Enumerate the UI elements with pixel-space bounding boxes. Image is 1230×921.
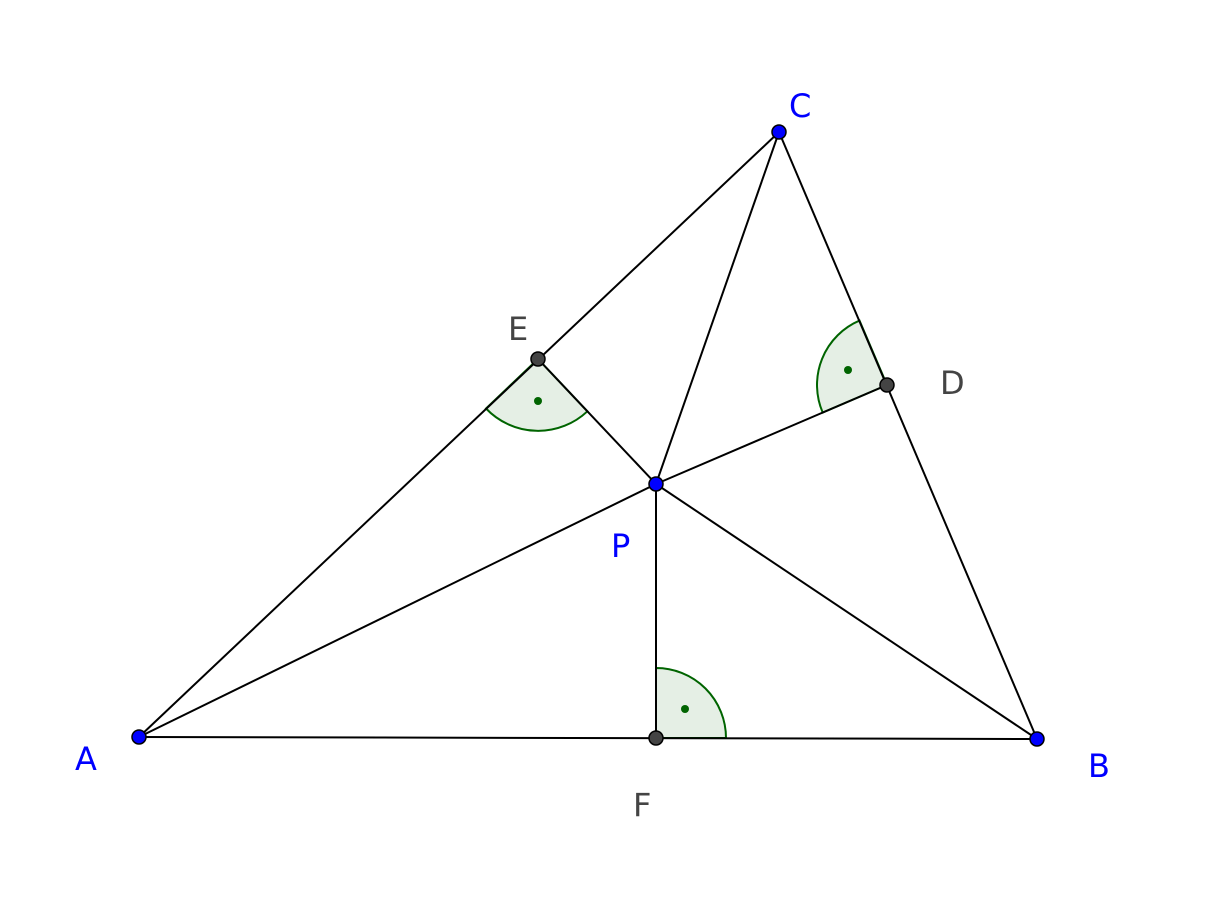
right-angle-mark-d: [816, 319, 889, 414]
point-a[interactable]: [131, 729, 147, 745]
point-b[interactable]: [1029, 731, 1045, 747]
label-p: P: [611, 527, 630, 565]
label-f: F: [633, 786, 651, 824]
label-b: B: [1088, 747, 1110, 785]
right-angle-dot-e: [534, 397, 542, 405]
segment-pa: [138, 483, 657, 738]
right-angle-mark-f: [655, 666, 728, 739]
point-d: [879, 377, 895, 393]
point-p[interactable]: [648, 476, 664, 492]
point-f: [648, 730, 664, 746]
segment-pc: [655, 131, 780, 485]
label-c: C: [789, 87, 811, 125]
label-a: A: [75, 740, 97, 778]
point-e: [530, 351, 546, 367]
right-angle-dot-f: [681, 705, 689, 713]
right-angle-mark-e: [484, 357, 589, 432]
right-angle-dot-d: [844, 366, 852, 374]
point-c[interactable]: [771, 124, 787, 140]
segment-pb: [655, 483, 1038, 740]
label-d: D: [940, 364, 965, 402]
segment-ca: [138, 131, 780, 738]
segment-pe: [537, 358, 657, 485]
label-e: E: [508, 310, 528, 348]
segment-ab: [138, 736, 1038, 740]
segment-pd: [655, 384, 888, 485]
segment-bc: [778, 131, 1038, 740]
